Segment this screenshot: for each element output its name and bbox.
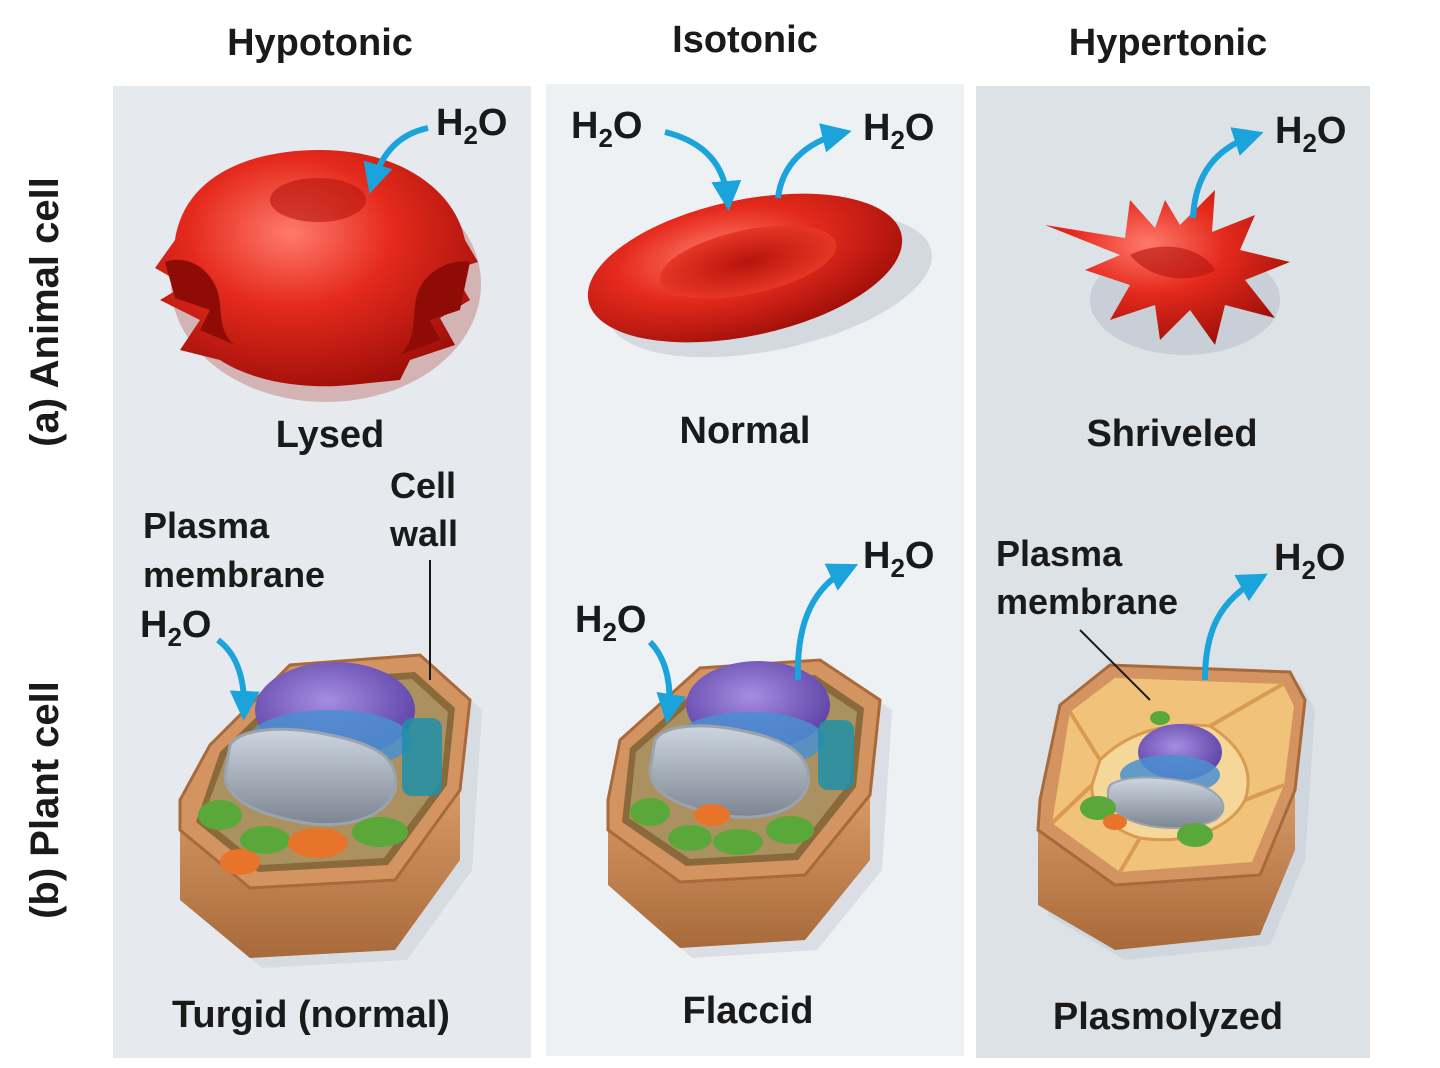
water-label-lysed: H2O	[436, 102, 507, 150]
normal-red-blood-cell	[587, 193, 932, 358]
water-label-plasmolyzed: H2O	[1274, 537, 1345, 585]
state-label-plasmolyzed: Plasmolyzed	[1053, 996, 1283, 1038]
water-label-shriveled: H2O	[1275, 110, 1346, 158]
water-label-flaccid-in: H2O	[575, 599, 646, 647]
water-arrow-out-shriveled	[1190, 127, 1264, 219]
column-title-hypertonic: Hypertonic	[1069, 22, 1267, 64]
plasmolyzed-plant-cell	[1036, 663, 1315, 960]
state-label-normal: Normal	[680, 410, 811, 452]
water-arrow-in-flaccid	[647, 639, 687, 724]
callout-cell-wall-line1: Cell	[390, 465, 456, 506]
water-arrow-in-lysed	[363, 125, 429, 194]
column-title-hypotonic: Hypotonic	[227, 22, 413, 64]
shriveled-red-blood-cell	[1045, 190, 1290, 355]
row-label-plant: (b) Plant cell	[23, 681, 67, 919]
water-arrow-in-normal	[664, 129, 742, 211]
callout-plasma-membrane-left-line1: Plasma	[143, 505, 270, 546]
state-label-flaccid: Flaccid	[683, 990, 814, 1032]
water-label-normal-in: H2O	[571, 105, 642, 153]
leader-line-plasma-membrane	[1079, 629, 1151, 701]
water-arrow-out-flaccid	[794, 563, 859, 681]
callout-plasma-membrane-right-line2: membrane	[996, 581, 1178, 622]
water-label-turgid: H2O	[140, 604, 211, 652]
water-arrow-out-normal	[775, 123, 852, 199]
state-label-shriveled: Shriveled	[1086, 413, 1257, 455]
flaccid-plant-cell	[606, 658, 892, 958]
callout-plasma-membrane-left-line2: membrane	[143, 554, 325, 595]
water-label-normal-out: H2O	[863, 107, 934, 155]
water-label-flaccid-out: H2O	[863, 535, 934, 583]
water-arrow-out-plasmolyzed	[1202, 573, 1268, 681]
state-label-turgid: Turgid (normal)	[172, 994, 450, 1036]
callout-cell-wall-line2: wall	[389, 513, 458, 554]
lysed-red-blood-cell	[155, 150, 481, 402]
turgid-plant-cell	[178, 653, 482, 968]
water-arrow-in-turgid	[216, 637, 260, 721]
column-title-isotonic: Isotonic	[672, 19, 818, 61]
state-label-lysed: Lysed	[276, 414, 384, 456]
row-label-animal: (a) Animal cell	[23, 177, 67, 447]
callout-plasma-membrane-right-line1: Plasma	[996, 533, 1123, 574]
